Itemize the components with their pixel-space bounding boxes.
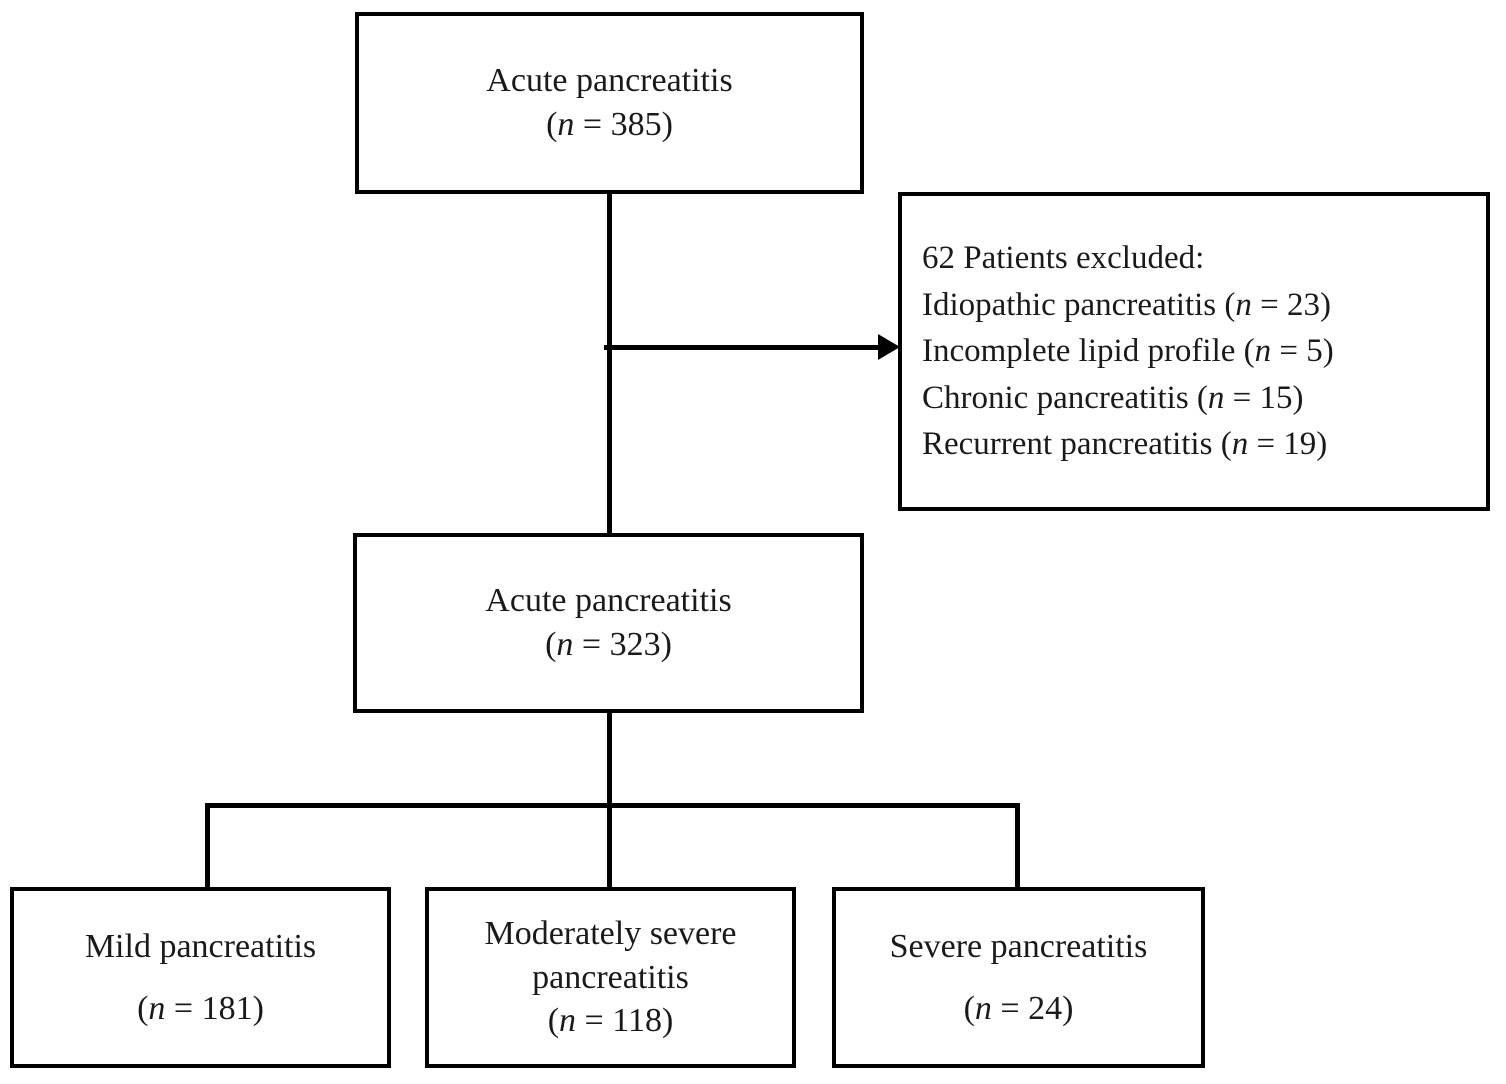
node-label-line1: Moderately severe: [484, 915, 737, 953]
node-count: (n = 24): [963, 989, 1074, 1027]
excluded-heading: 62 Patients excluded:: [922, 240, 1205, 277]
arrowhead-icon: [878, 334, 900, 360]
connector-trunk-lower: [607, 712, 612, 805]
connector-drop-mild: [205, 803, 210, 889]
excluded-reason-idiopathic: Idiopathic pancreatitis (n = 23): [922, 286, 1331, 323]
node-mild-pancreatitis: Mild pancreatitis (n = 181): [10, 887, 391, 1068]
node-patients-excluded: 62 Patients excluded: Idiopathic pancrea…: [898, 192, 1490, 511]
node-label: Acute pancreatitis: [486, 62, 733, 100]
node-count: (n = 323): [545, 626, 672, 663]
connector-trunk-upper: [607, 193, 612, 538]
excluded-reason-recurrent: Recurrent pancreatitis (n = 19): [922, 426, 1328, 463]
node-count: (n = 385): [546, 106, 673, 143]
node-label: Acute pancreatitis: [485, 582, 732, 620]
connector-drop-moderate: [607, 803, 612, 889]
node-label: Severe pancreatitis: [889, 927, 1148, 965]
excluded-reason-chronic: Chronic pancreatitis (n = 15): [922, 379, 1304, 416]
connector-excluded-arrow-line: [604, 345, 882, 350]
node-label-line2: pancreatitis: [532, 958, 689, 996]
node-acute-pancreatitis-included: Acute pancreatitis (n = 323): [353, 533, 864, 713]
excluded-reason-incomplete-lipid-profile: Incomplete lipid profile (n = 5): [922, 333, 1334, 370]
node-count: (n = 181): [137, 989, 264, 1027]
node-label: Mild pancreatitis: [84, 927, 317, 965]
connector-split-bar: [205, 803, 1020, 808]
node-count: (n = 118): [547, 1002, 674, 1040]
node-acute-pancreatitis-total: Acute pancreatitis (n = 385): [355, 12, 864, 194]
connector-drop-severe: [1015, 803, 1020, 889]
node-moderately-severe-pancreatitis: Moderately severe pancreatitis (n = 118): [425, 887, 796, 1068]
node-severe-pancreatitis: Severe pancreatitis (n = 24): [832, 887, 1205, 1068]
